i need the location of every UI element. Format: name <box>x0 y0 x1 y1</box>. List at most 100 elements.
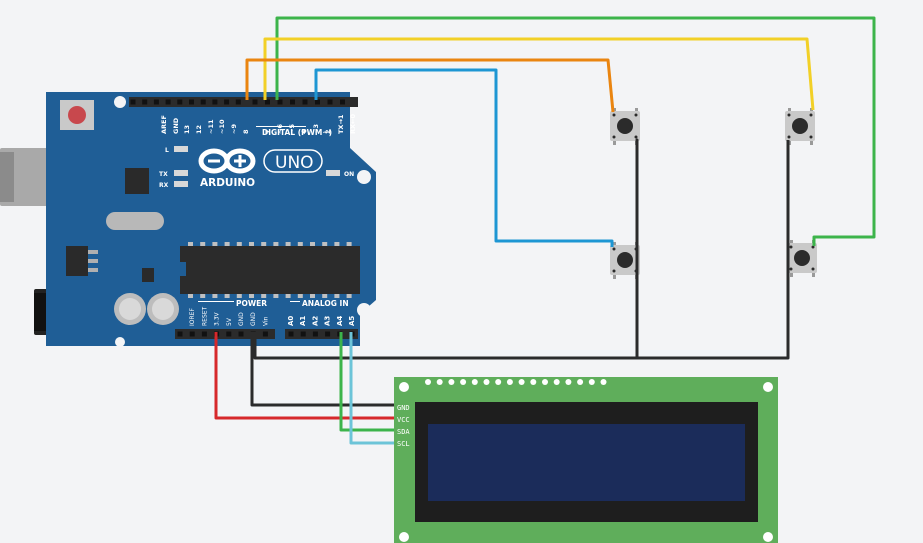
wire-yellow-pin6-button2[interactable] <box>263 37 815 111</box>
header-pin-hole[interactable] <box>226 331 232 337</box>
lcd-pin-sda: SDA <box>397 428 410 436</box>
header-pin-hole[interactable] <box>290 99 295 105</box>
lcd-pad <box>530 379 537 385</box>
header-pin-hole[interactable] <box>189 331 195 337</box>
wire-red-5v-lcd[interactable] <box>214 332 394 420</box>
chip-pin <box>188 294 193 298</box>
chip-pin <box>346 294 352 298</box>
button-cap[interactable] <box>794 250 810 266</box>
digital-pin-label: ~9 <box>230 124 238 134</box>
button-cap[interactable] <box>792 118 808 134</box>
analog-header <box>285 329 358 339</box>
header-pin-hole[interactable] <box>238 331 244 337</box>
button-corner-dot <box>612 269 616 273</box>
chip-pin <box>212 294 218 298</box>
header-pin-hole[interactable] <box>325 331 331 337</box>
wire-orange-pin8-button1[interactable] <box>245 58 615 113</box>
button-leg <box>790 240 793 245</box>
header-pin-hole[interactable] <box>277 99 283 105</box>
header-pin-hole[interactable] <box>177 99 183 105</box>
button-leg <box>810 108 813 113</box>
header-pin-hole[interactable] <box>130 99 136 105</box>
wire-black-gnd-lcd[interactable] <box>250 332 394 407</box>
header-pin-hole[interactable] <box>200 99 206 105</box>
digital-pin-label: 4 <box>300 129 308 134</box>
header-pin-hole[interactable] <box>142 99 148 105</box>
wire-black-gnd-buttons[interactable] <box>253 138 790 360</box>
button-leg <box>790 272 793 277</box>
digital-pin-label: 12 <box>195 125 203 134</box>
header-pin-hole[interactable] <box>252 99 258 105</box>
analog-pin-label: A1 <box>299 316 307 326</box>
analog-pin-label: A0 <box>287 316 295 326</box>
chip-pin <box>224 294 230 298</box>
voltage-regulator <box>66 246 88 276</box>
led-tx <box>174 170 188 176</box>
uno-badge <box>263 149 323 173</box>
wire-cyan-a5-scl[interactable] <box>349 332 394 445</box>
chip-pin <box>334 294 340 298</box>
crystal-oscillator <box>106 212 164 230</box>
digital-pin-label: GND <box>172 117 180 134</box>
digital-pin-label: ~11 <box>207 119 215 134</box>
lcd-i2c-module[interactable]: GND VCC SDA SCL <box>394 377 778 543</box>
header-pin-hole[interactable] <box>177 331 183 337</box>
mount-hole <box>399 382 409 392</box>
button-leg <box>635 108 638 113</box>
header-pin-hole[interactable] <box>327 99 333 105</box>
header-pin-hole[interactable] <box>340 99 345 105</box>
digital-pin-label: 8 <box>242 129 250 134</box>
digital-pin-label: ~5 <box>288 124 296 134</box>
button-corner-dot <box>634 135 638 139</box>
wires <box>214 16 876 445</box>
button-cap[interactable] <box>617 252 633 268</box>
header-pin-hole[interactable] <box>153 99 159 105</box>
pushbutton-3[interactable] <box>610 242 640 279</box>
header-pin-hole[interactable] <box>312 331 318 337</box>
button-corner-dot <box>787 135 791 139</box>
header-pin-hole[interactable] <box>302 99 308 105</box>
button-leg <box>613 274 616 279</box>
lcd-screen <box>428 424 745 501</box>
mount-hole <box>115 337 125 347</box>
pushbutton-1[interactable] <box>610 108 640 145</box>
header-pin-hole[interactable] <box>262 331 268 337</box>
lcd-pin-gnd: GND <box>397 404 410 412</box>
model-label: UNO <box>275 153 314 173</box>
digital-pin-label: ~6 <box>276 124 284 134</box>
header-pin-hole[interactable] <box>315 99 320 105</box>
pushbutton-2[interactable] <box>785 108 815 145</box>
led-rx <box>174 181 188 187</box>
header-pin-hole[interactable] <box>165 99 171 105</box>
header-pin-hole[interactable] <box>288 331 294 337</box>
reset-button[interactable] <box>68 106 86 124</box>
lcd-pad <box>471 379 478 385</box>
button-cap[interactable] <box>617 118 633 134</box>
wire-green-a4-sda[interactable] <box>339 332 394 432</box>
chip-pin <box>200 242 206 246</box>
digital-pin-label: 7 <box>264 129 272 134</box>
header-pin-hole[interactable] <box>300 331 306 337</box>
header-pin-hole[interactable] <box>201 331 207 337</box>
mount-hole <box>357 170 371 184</box>
led-label-on: ON <box>344 171 354 178</box>
header-pin-hole[interactable] <box>224 99 230 105</box>
chip-pin <box>310 242 315 246</box>
chip-pin <box>188 242 193 246</box>
header-pin-hole[interactable] <box>212 99 218 105</box>
power-header-label: POWER <box>236 299 267 308</box>
mount-hole <box>399 532 409 542</box>
digital-pin-label: ~3 <box>312 124 320 134</box>
header-pin-hole[interactable] <box>235 99 241 105</box>
chip-pin <box>346 242 352 246</box>
pushbutton-4[interactable] <box>787 240 817 277</box>
wire-green-pin7-button4[interactable] <box>275 16 876 246</box>
led-on <box>326 170 340 176</box>
power-pin-label: 5V <box>226 317 233 326</box>
wire-blue-pin3-button3[interactable] <box>314 68 614 247</box>
lcd-pad <box>448 379 455 385</box>
header-pin-hole[interactable] <box>265 99 270 105</box>
header-pin-hole[interactable] <box>189 99 194 105</box>
digital-header-label: DIGITAL (PWM~) <box>262 128 332 137</box>
